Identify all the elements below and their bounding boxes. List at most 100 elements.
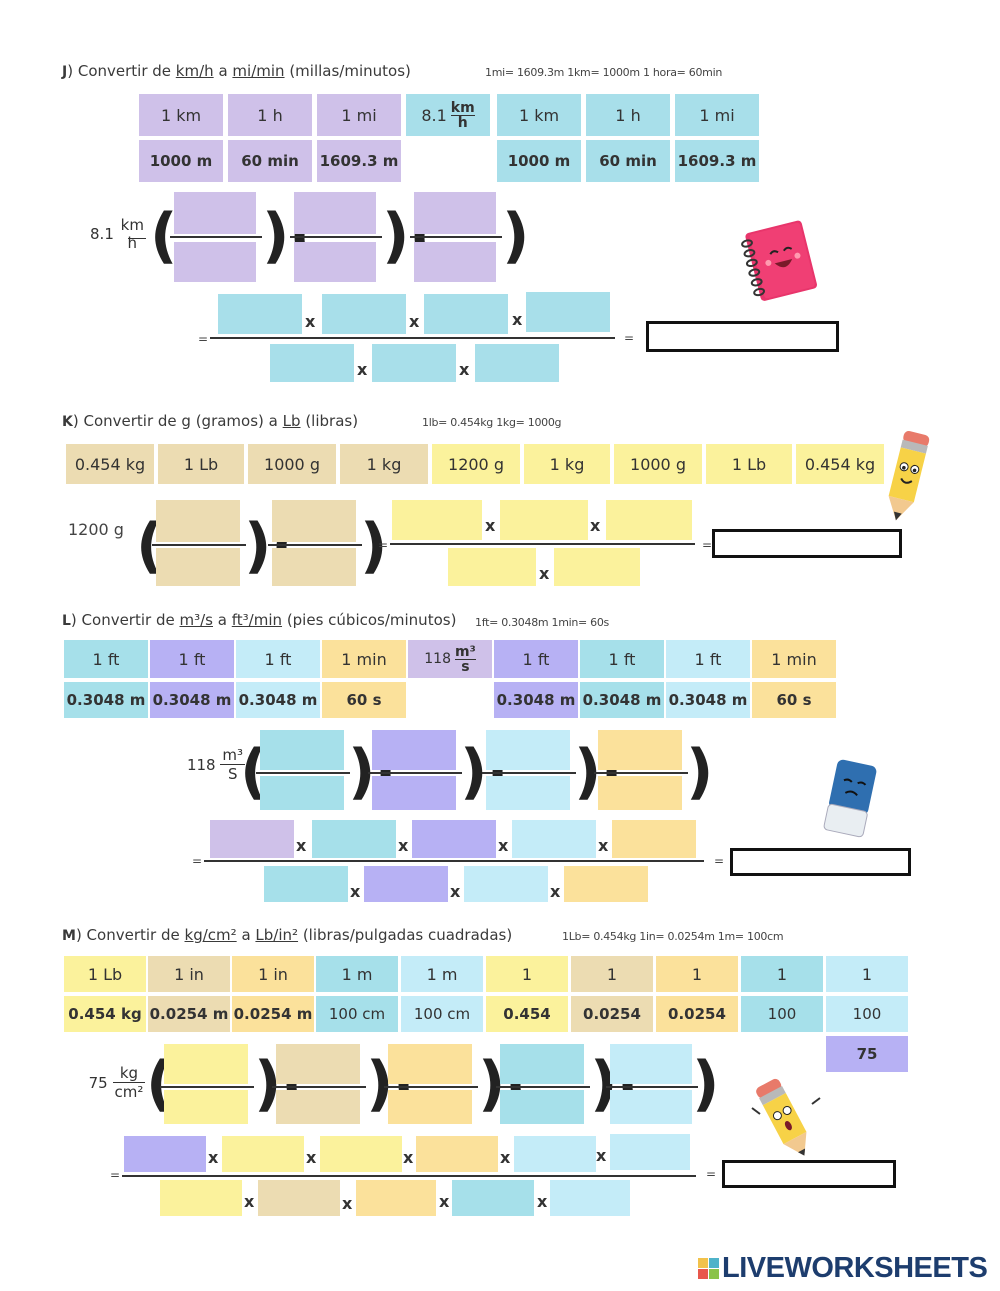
drop-zone[interactable] [598,730,682,770]
drop-zone[interactable] [294,242,376,282]
drop-zone[interactable] [512,820,596,858]
tile[interactable]: 1 min [322,640,406,678]
drop-zone[interactable] [414,242,496,282]
tile[interactable]: 1 ft [666,640,750,678]
given-tile[interactable]: 118 m³ s [408,640,492,678]
drop-zone[interactable] [272,500,356,542]
drop-zone[interactable] [606,500,692,540]
drop-zone[interactable] [486,730,570,770]
drop-zone[interactable] [610,1134,690,1170]
tile[interactable]: 1 kg [524,444,610,484]
drop-zone[interactable] [260,776,344,810]
tile[interactable]: 0.454 kg [64,996,146,1032]
tile[interactable]: 1 m [316,956,398,992]
tile[interactable]: 1 in [148,956,230,992]
drop-zone[interactable] [610,1044,692,1084]
drop-zone[interactable] [500,500,588,540]
tile[interactable]: 1000 g [248,444,336,484]
tile[interactable]: 0.0254 m [148,996,230,1032]
tile[interactable]: 1200 g [432,444,520,484]
drop-zone[interactable] [356,1180,436,1216]
tile[interactable]: 75 [826,1036,908,1072]
drop-zone[interactable] [294,192,376,234]
tile[interactable]: 1 mi [317,94,401,136]
answer-box[interactable] [730,848,911,876]
drop-zone[interactable] [554,548,640,586]
tile[interactable]: 60 s [752,682,836,718]
drop-zone[interactable] [526,292,610,332]
tile[interactable]: 1000 m [139,140,223,182]
answer-box[interactable] [646,321,839,352]
tile[interactable]: 1 Lb [158,444,244,484]
drop-zone[interactable] [424,294,508,334]
drop-zone[interactable] [174,242,256,282]
tile[interactable]: 0.3048 m [64,682,148,718]
drop-zone[interactable] [164,1044,248,1084]
tile[interactable]: 1 km [497,94,581,136]
tile[interactable]: 100 cm [316,996,398,1032]
drop-zone[interactable] [416,1136,498,1172]
tile[interactable]: 1 ft [64,640,148,678]
drop-zone[interactable] [364,866,448,902]
drop-zone[interactable] [610,1090,692,1124]
tile[interactable]: 1 Lb [64,956,146,992]
drop-zone[interactable] [500,1090,584,1124]
drop-zone[interactable] [388,1090,472,1124]
drop-zone[interactable] [276,1044,360,1084]
tile[interactable]: 1 m [401,956,483,992]
tile[interactable]: 1 min [752,640,836,678]
drop-zone[interactable] [258,1180,340,1216]
tile[interactable]: 0.3048 m [580,682,664,718]
tile[interactable]: 1 in [232,956,314,992]
drop-zone[interactable] [222,1136,304,1172]
drop-zone[interactable] [156,500,240,542]
drop-zone[interactable] [514,1136,596,1172]
drop-zone[interactable] [598,776,682,810]
tile[interactable]: 60 min [228,140,312,182]
tile[interactable]: 1 ft [236,640,320,678]
drop-zone[interactable] [218,294,302,334]
tile[interactable]: 0.3048 m [150,682,234,718]
tile[interactable]: 1000 m [497,140,581,182]
drop-zone[interactable] [322,294,406,334]
drop-zone[interactable] [276,1090,360,1124]
drop-zone[interactable] [372,344,456,382]
tile[interactable]: 0.0254 [656,996,738,1032]
drop-zone[interactable] [414,192,496,234]
drop-zone[interactable] [486,776,570,810]
tile[interactable]: 1609.3 m [317,140,401,182]
drop-zone[interactable] [372,776,456,810]
drop-zone[interactable] [392,500,482,540]
drop-zone[interactable] [210,820,294,858]
tile[interactable]: 1 mi [675,94,759,136]
drop-zone[interactable] [272,548,356,586]
tile[interactable]: 1000 g [614,444,702,484]
tile[interactable]: 100 [741,996,823,1032]
tile[interactable]: 1609.3 m [675,140,759,182]
tile[interactable]: 0.454 kg [66,444,154,484]
tile[interactable]: 1 ft [494,640,578,678]
drop-zone[interactable] [564,866,648,902]
tile[interactable]: 100 [826,996,908,1032]
tile[interactable]: 0.0254 m [232,996,314,1032]
drop-zone[interactable] [174,192,256,234]
answer-box[interactable] [722,1160,896,1188]
drop-zone[interactable] [500,1044,584,1084]
tile[interactable]: 1 h [228,94,312,136]
drop-zone[interactable] [464,866,548,902]
drop-zone[interactable] [264,866,348,902]
tile[interactable]: 1 Lb [706,444,792,484]
given-tile[interactable]: 8.1 km h [406,94,490,136]
drop-zone[interactable] [388,1044,472,1084]
drop-zone[interactable] [612,820,696,858]
tile[interactable]: 0.454 [486,996,568,1032]
tile[interactable]: 60 min [586,140,670,182]
drop-zone[interactable] [550,1180,630,1216]
drop-zone[interactable] [160,1180,242,1216]
drop-zone[interactable] [312,820,396,858]
answer-box[interactable] [712,529,902,558]
tile[interactable]: 0.454 kg [796,444,884,484]
tile[interactable]: 0.0254 [571,996,653,1032]
tile[interactable]: 60 s [322,682,406,718]
tile[interactable]: 0.3048 m [666,682,750,718]
